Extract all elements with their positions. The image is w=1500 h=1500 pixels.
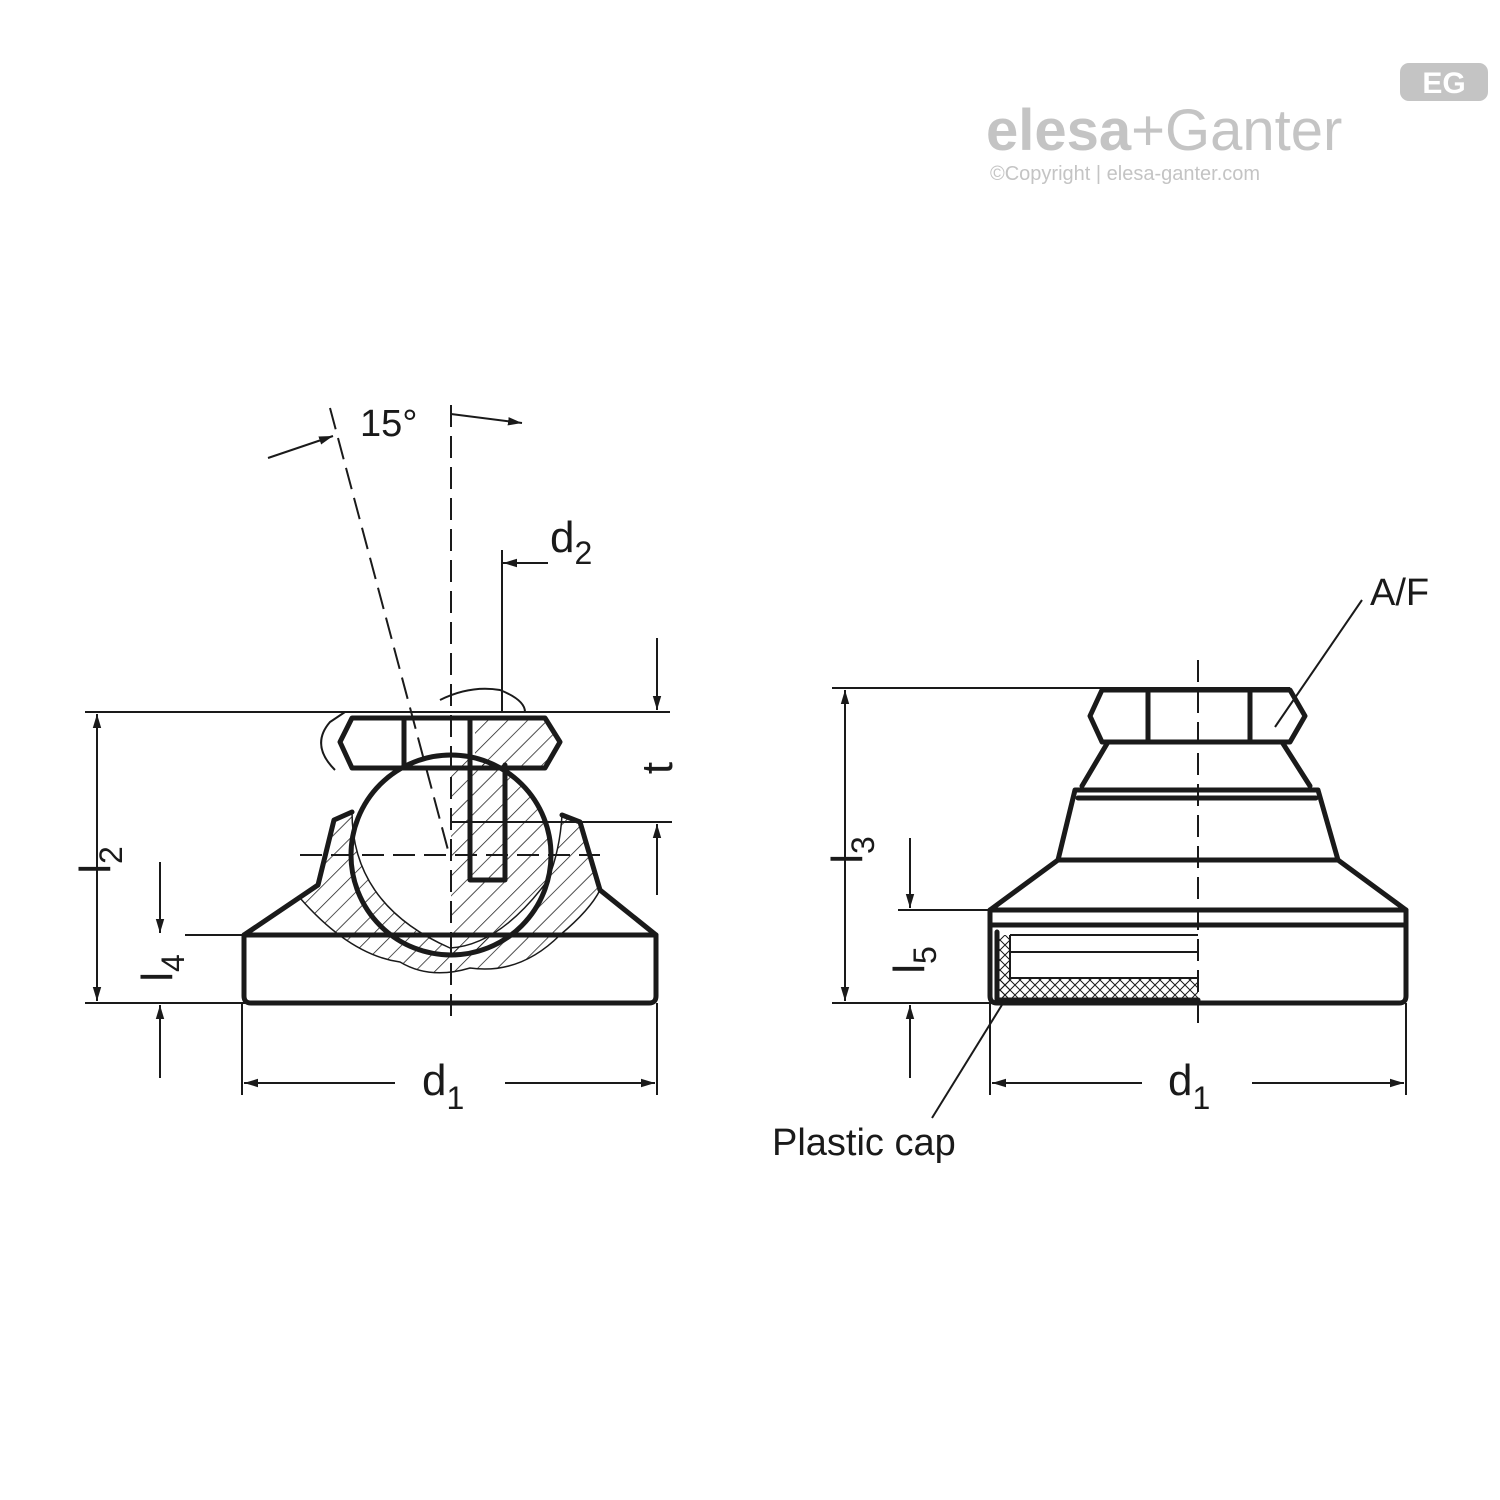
d1-left-main: d [422,1056,446,1105]
d1-right-sub: 1 [1192,1080,1210,1116]
t-label: t [633,762,682,774]
elesa-ganter-logo: EG elesa+Ganter ©Copyright | elesa-gante… [986,63,1488,185]
d1-left-sub: 1 [446,1080,464,1116]
logo-badge [1400,63,1488,101]
d1-right-main: d [1168,1056,1192,1105]
l3-label: l3 [823,836,881,864]
logo-badge-text: EG [1422,67,1465,100]
right-exterior-view [832,599,1409,1119]
l5-main: l [885,964,934,974]
plastic-cap-label: Plastic cap [772,1122,956,1164]
l2-main: l [71,864,120,874]
d1-right-label: d1 [1168,1056,1210,1116]
logo-brand-plus: + [1131,98,1165,163]
logo-brand-right: Ganter [1165,98,1342,163]
l3-sub: 3 [845,836,881,854]
af-label: A/F [1370,572,1429,614]
d2-sub: 2 [574,535,592,571]
l3-main: l [823,854,872,864]
l5-sub: 5 [907,946,943,964]
l2-sub: 2 [93,846,129,864]
l5-label: l5 [885,946,943,974]
l2-label: l2 [71,846,129,874]
d2-main: d [550,513,574,562]
d1-left-label: d1 [422,1056,464,1116]
d2-label: d2 [550,513,592,571]
left-section-view [85,405,672,1095]
l4-label: l4 [133,954,191,982]
logo-brand-left: elesa [986,98,1132,163]
angle-label: 15° [360,403,417,445]
logo-brand: elesa+Ganter [986,98,1342,163]
l4-main: l [133,972,182,982]
logo-copyright: ©Copyright | elesa-ganter.com [990,163,1260,185]
l4-sub: 4 [155,954,191,972]
